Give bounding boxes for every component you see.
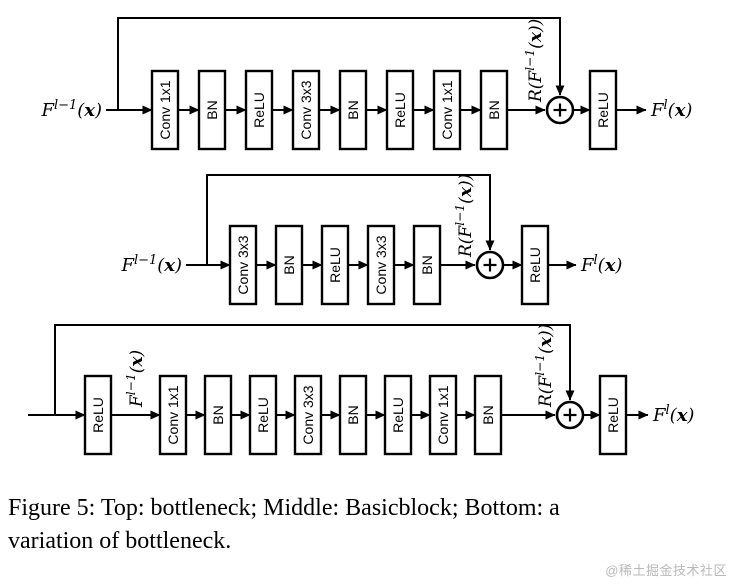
residual-label: R(Fl−1(x)) bbox=[523, 19, 546, 103]
diagram-bottom: ReLU Fl−1(x) Conv 1x1 BN ReLU Conv 3x3 BN ReLU C… bbox=[28, 324, 694, 456]
op-box-label: BN bbox=[419, 255, 435, 274]
skip-connection bbox=[117, 17, 565, 110]
final-op-box bbox=[520, 224, 550, 306]
input-label: Fl−1(x) bbox=[40, 98, 102, 121]
op-box bbox=[385, 69, 415, 151]
op-box bbox=[248, 374, 278, 456]
skip-connection bbox=[206, 174, 495, 265]
caption-line-1: Figure 5: Top: bottleneck; Middle: Basic… bbox=[8, 495, 560, 521]
caption-line-2: variation of bottleneck. bbox=[8, 528, 232, 555]
op-box-label: Conv 3x3 bbox=[373, 235, 389, 294]
output-label: Fl(x) bbox=[580, 253, 622, 276]
op-box-label: Conv 1x1 bbox=[435, 385, 451, 444]
op-box bbox=[432, 69, 462, 151]
op-box-label: BN bbox=[345, 405, 361, 424]
op-box bbox=[197, 69, 227, 151]
op-box-label: BN bbox=[204, 100, 220, 119]
input-label: Fl−1(x) bbox=[120, 253, 182, 276]
op-box-label: ReLU bbox=[90, 397, 106, 433]
final-op-box-label: ReLU bbox=[605, 397, 621, 433]
op-box bbox=[366, 224, 396, 306]
op-box bbox=[428, 374, 458, 456]
final-op-box-label: ReLU bbox=[527, 247, 543, 283]
op-box-label: BN bbox=[486, 100, 502, 119]
residual-label: R(Fl−1(x)) bbox=[533, 324, 556, 408]
op-box-label: BN bbox=[281, 255, 297, 274]
final-op-box bbox=[598, 374, 628, 456]
final-op-box bbox=[588, 69, 618, 151]
op-box-label: Conv 3x3 bbox=[300, 385, 316, 444]
residual-label: R(Fl−1(x)) bbox=[453, 174, 476, 258]
op-box-label: ReLU bbox=[251, 92, 267, 128]
diagram-middle: Fl−1(x) Conv 3x3 BN ReLU Conv 3x3 BN R(Fl−1(x)… bbox=[120, 174, 622, 306]
op-box-label: ReLU bbox=[327, 247, 343, 283]
op-box-label: ReLU bbox=[255, 397, 271, 433]
diagram-top: Fl−1(x) Conv 1x1 BN ReLU Conv 3x3 BN ReLU Conv … bbox=[40, 17, 692, 151]
output-label: Fl(x) bbox=[650, 98, 692, 121]
op-box-label: BN bbox=[210, 405, 226, 424]
op-box bbox=[473, 374, 503, 456]
figure-caption: Figure 5: Top: bottleneck; Middle: Basic… bbox=[0, 472, 741, 558]
op-box-label: Conv 3x3 bbox=[235, 235, 251, 294]
op-box bbox=[158, 374, 188, 456]
feature-label: Fl−1(x) bbox=[124, 350, 147, 408]
op-box-label: ReLU bbox=[392, 92, 408, 128]
op-box bbox=[383, 374, 413, 456]
op-box-label: ReLU bbox=[390, 397, 406, 433]
watermark: @稀土掘金技术社区 bbox=[605, 563, 727, 578]
op-box bbox=[228, 224, 258, 306]
op-box bbox=[293, 374, 323, 456]
op-box-label: Conv 3x3 bbox=[298, 80, 314, 139]
op-box-label: BN bbox=[345, 100, 361, 119]
skip-connection bbox=[54, 324, 575, 415]
op-box bbox=[338, 69, 368, 151]
op-box-label: Conv 1x1 bbox=[157, 80, 173, 139]
output-label: Fl(x) bbox=[652, 403, 694, 426]
op-box-label: Conv 1x1 bbox=[439, 80, 455, 139]
op-box-label: BN bbox=[480, 405, 496, 424]
final-op-box-label: ReLU bbox=[595, 92, 611, 128]
op-box-label: Conv 1x1 bbox=[165, 385, 181, 444]
